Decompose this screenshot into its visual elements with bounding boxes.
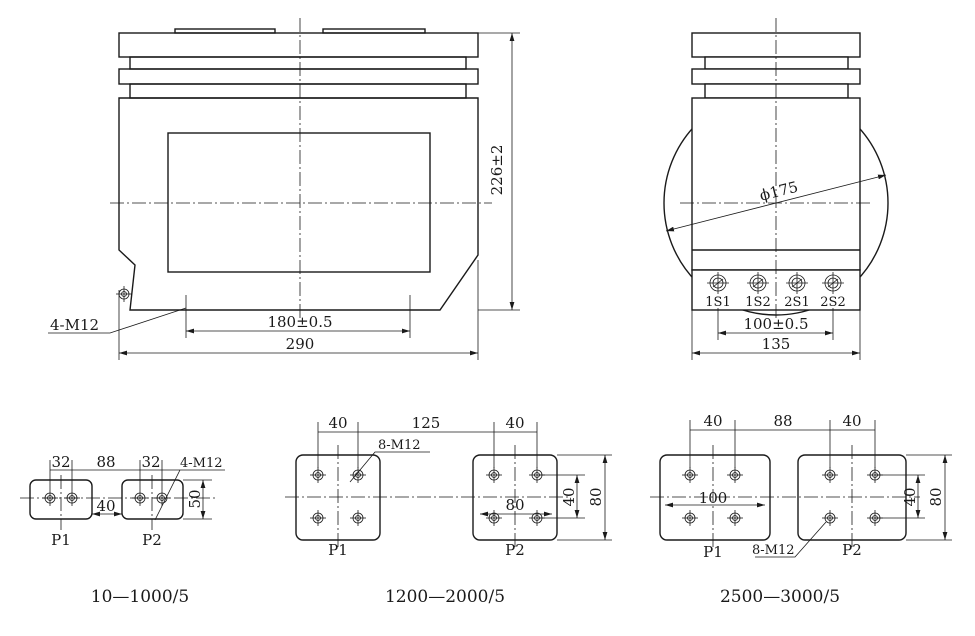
dim-40-v: 40 xyxy=(901,487,919,506)
dim-40-a: 40 xyxy=(703,412,722,430)
terminal-2s1: 2S1 xyxy=(784,295,809,310)
window-opening xyxy=(167,132,431,273)
terminal-2s2: 2S2 xyxy=(820,295,845,310)
p1-label: P1 xyxy=(703,543,723,561)
dim-100: 100 xyxy=(699,489,728,507)
thread-label: 8-M12 xyxy=(752,543,795,558)
dim-50: 50 xyxy=(186,489,204,508)
dim-40-b: 40 xyxy=(842,412,861,430)
dim-40-b: 40 xyxy=(505,414,524,432)
side-width-dim: 135 xyxy=(762,335,791,353)
variant-10-1000: 32 88 32 40 50 4-M12 P1 P2 10—1000/5 xyxy=(20,453,225,607)
p1-label: P1 xyxy=(51,531,71,549)
dim-80-v: 80 xyxy=(927,487,945,506)
p2-label: P2 xyxy=(505,541,525,559)
dim-32-b: 32 xyxy=(141,453,160,471)
p1-label: P1 xyxy=(328,541,348,559)
dim-40: 40 xyxy=(96,497,115,515)
variant-caption: 10—1000/5 xyxy=(91,587,189,607)
dim-80-v: 80 xyxy=(587,487,605,506)
terminal-1s2: 1S2 xyxy=(745,295,770,310)
hole-dim: 180±0.5 xyxy=(267,313,332,331)
p2-label: P2 xyxy=(142,531,162,549)
dim-88: 88 xyxy=(96,453,115,471)
dim-40-v: 40 xyxy=(560,487,578,506)
variant-1200-2000: 40 125 40 80 40 80 8-M12 P1 P2 1200—2000… xyxy=(285,414,612,607)
dim-88: 88 xyxy=(773,412,792,430)
dim-125: 125 xyxy=(412,414,441,432)
p2-label: P2 xyxy=(842,541,862,559)
variant-caption: 1200—2000/5 xyxy=(385,587,505,607)
body-outline xyxy=(118,97,479,311)
thread-label: 4-M12 xyxy=(50,316,99,334)
front-view: 226±2 180±0.5 290 4-M12 xyxy=(48,18,520,360)
terminal-spacing-dim: 100±0.5 xyxy=(743,315,808,333)
height-dim: 226±2 xyxy=(488,145,506,196)
thread-label: 8-M12 xyxy=(378,438,421,453)
dim-80-h: 80 xyxy=(505,496,524,514)
thread-label: 4-M12 xyxy=(180,456,223,471)
side-view: ϕ175 1S1 1S2 2S1 2S2 100±0.5 135 xyxy=(663,18,889,360)
variant-2500-3000: 40 88 40 100 40 80 8-M12 P1 P2 2500—3000… xyxy=(650,412,952,607)
variant-caption: 2500—3000/5 xyxy=(720,587,840,607)
dim-32-a: 32 xyxy=(51,453,70,471)
terminal-1s1: 1S1 xyxy=(705,295,730,310)
dim-40-a: 40 xyxy=(328,414,347,432)
width-dim: 290 xyxy=(286,335,315,353)
